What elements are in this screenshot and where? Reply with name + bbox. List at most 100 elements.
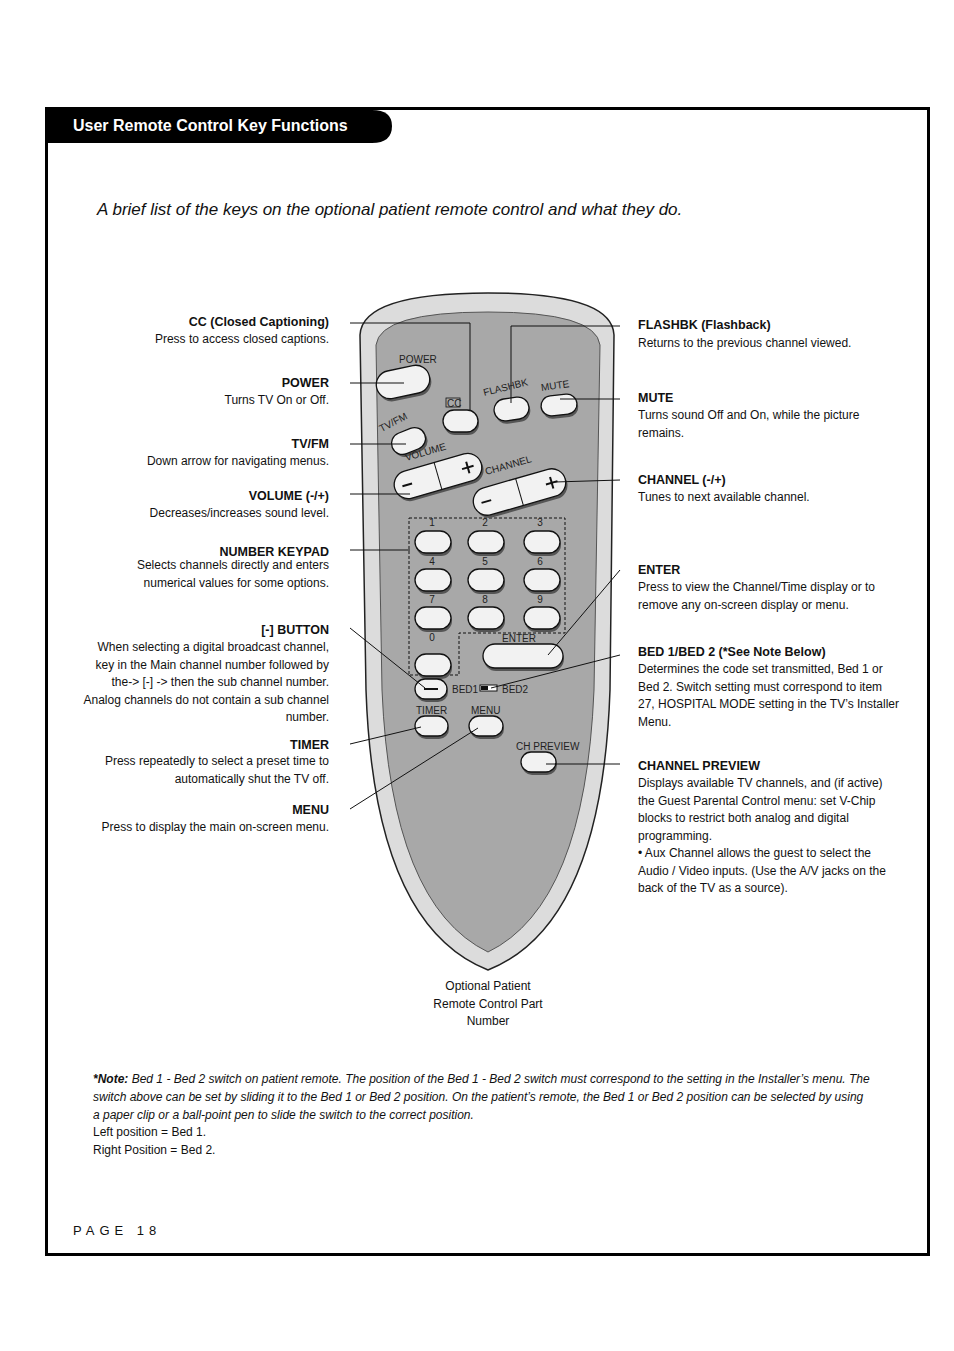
note-text: Bed 1 - Bed 2 switch on patient remote. … — [93, 1072, 870, 1122]
note-paragraph: *Note: Bed 1 - Bed 2 switch on patient r… — [93, 1070, 873, 1124]
key-number: 3 — [530, 517, 550, 529]
leader-line — [491, 655, 620, 688]
leader-line — [548, 570, 620, 655]
callout-heading: VOLUME (-/+) — [89, 488, 329, 504]
key-number: 6 — [530, 556, 550, 568]
callout-text: Tunes to next available channel. — [638, 489, 900, 507]
button-label: MENU — [471, 705, 500, 717]
part-caption: Optional Patient Remote Control Part Num… — [433, 978, 543, 1031]
leader-line — [546, 764, 620, 765]
leader-line — [511, 326, 620, 403]
button-label: TIMER — [416, 705, 447, 717]
key-number: 0 — [422, 632, 442, 644]
callout-text: Decreases/increases sound level. — [89, 505, 329, 523]
callout-heading: [-] BUTTON — [89, 622, 329, 638]
page-number: PAGE 18 — [73, 1222, 273, 1240]
note-line: Left position = Bed 1. — [93, 1124, 393, 1142]
leader-line — [350, 727, 421, 744]
remote-button — [540, 393, 579, 420]
remote-button — [493, 396, 532, 426]
key-number: 4 — [422, 556, 442, 568]
leader-line — [350, 728, 478, 809]
minus-sign — [482, 500, 492, 503]
button-face — [540, 393, 578, 417]
button-face — [415, 716, 448, 736]
remote-button — [524, 607, 561, 632]
callout-text: Press to view the Channel/Time display o… — [638, 579, 900, 614]
remote-button — [415, 531, 452, 556]
remote-button — [415, 654, 452, 679]
button-label: BED2 — [502, 684, 528, 696]
bed-switch-slider — [481, 686, 488, 690]
button-face — [524, 531, 560, 553]
leader-line — [555, 480, 620, 482]
callout-heading: BED 1/BED 2 (*See Note Below) — [638, 644, 900, 660]
remote-button — [469, 716, 504, 739]
remote-housing — [360, 293, 614, 970]
callout-text: Displays available TV channels, and (if … — [638, 775, 886, 845]
minus-sign — [402, 483, 412, 486]
button-divider — [516, 479, 524, 506]
button-label: POWER — [399, 354, 437, 366]
remote-button — [468, 531, 505, 556]
button-face — [524, 607, 560, 629]
page-caption: A brief list of the keys on the optional… — [97, 199, 682, 221]
button-label: ENTER — [502, 633, 536, 645]
callout-text: Press to display the main on-screen menu… — [69, 819, 329, 837]
leader-line — [350, 628, 425, 688]
button-label: BED1 — [452, 684, 478, 696]
button-face — [415, 679, 447, 699]
remote-button — [415, 569, 452, 594]
button-face — [524, 569, 560, 591]
plus-sign — [550, 477, 553, 489]
callout-text: Turns TV On or Off. — [89, 392, 329, 410]
remote-button — [468, 607, 505, 632]
callout-text: Press repeatedly to select a preset time… — [84, 753, 329, 788]
keypad-outline — [409, 518, 565, 675]
key-number: 5 — [475, 556, 495, 568]
note-line: Right Position = Bed 2. — [93, 1142, 393, 1160]
button-face — [483, 644, 563, 668]
callout-heading: MENU — [89, 802, 329, 818]
button-face — [415, 607, 451, 629]
title-band — [46, 110, 392, 143]
leader-line — [350, 323, 470, 410]
callout-heading: TIMER — [89, 737, 329, 753]
callout-text: • Aux Channel allows the guest to select… — [638, 845, 890, 898]
button-face — [468, 531, 504, 553]
callout-text: When selecting a digital broadcast chann… — [79, 639, 329, 727]
leader-line — [350, 444, 406, 445]
callout-heading: ENTER — [638, 562, 900, 578]
callout-heading: FLASHBK (Flashback) — [638, 317, 900, 333]
button-face — [415, 531, 451, 553]
remote-button — [524, 569, 561, 594]
note-heading: *Note: — [93, 1072, 128, 1086]
button-label: CH PREVIEW — [516, 741, 579, 753]
callout-heading: MUTE — [638, 390, 900, 406]
leader-line — [560, 399, 620, 400]
callout-heading: NUMBER KEYPAD — [89, 544, 329, 560]
page-title: User Remote Control Key Functions — [73, 116, 348, 136]
callout-heading: CC (Closed Captioning) — [89, 314, 329, 330]
callout-text: Down arrow for navigating menus. — [89, 453, 329, 471]
button-face — [374, 363, 433, 402]
button-face — [443, 410, 478, 432]
button-face — [521, 752, 556, 772]
callout-text: Selects channels directly and enters num… — [107, 557, 329, 592]
button-label: CC — [447, 398, 461, 410]
callout-heading: CHANNEL PREVIEW — [638, 758, 900, 774]
callout-text: Returns to the previous channel viewed. — [638, 335, 900, 353]
callout-text: Determines the code set transmitted, Bed… — [638, 661, 902, 731]
leader-line — [350, 383, 404, 384]
callout-text: Turns sound Off and On, while the pictur… — [638, 407, 896, 442]
leader-line — [350, 494, 410, 495]
remote-button — [468, 569, 505, 594]
remote-button — [415, 679, 448, 702]
button-face — [415, 569, 451, 591]
key-number: 8 — [475, 594, 495, 606]
callout-heading: POWER — [89, 375, 329, 391]
button-face — [468, 607, 504, 629]
key-number: 2 — [475, 517, 495, 529]
key-number: 7 — [422, 594, 442, 606]
plus-sign — [466, 462, 469, 474]
